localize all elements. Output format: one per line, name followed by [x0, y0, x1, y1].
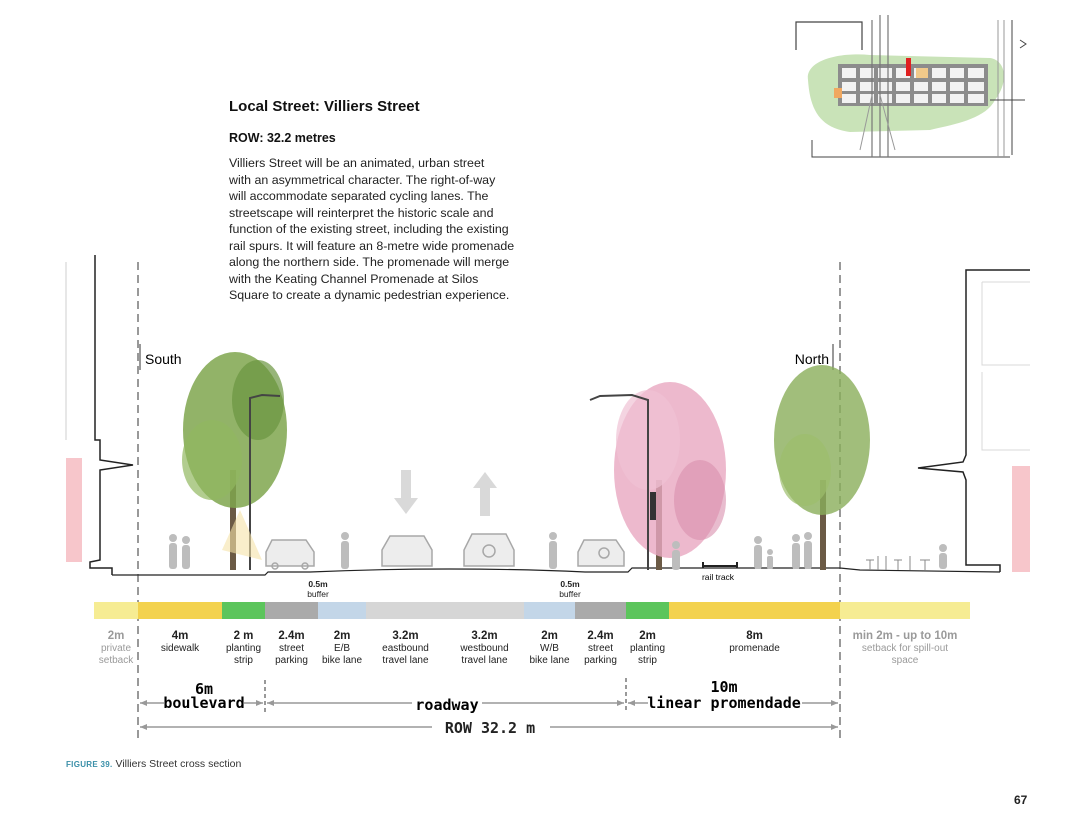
street-tree-north	[774, 365, 870, 570]
segment-bar	[318, 602, 366, 619]
segment-description: setback	[99, 655, 134, 666]
segment-bar	[222, 602, 265, 619]
segment-bar	[265, 602, 318, 619]
eastbound-car	[381, 535, 433, 567]
segment-description: street	[588, 643, 613, 654]
segment-description: E/B	[334, 643, 350, 654]
segment-bar	[524, 602, 575, 619]
segment-width-label: 2.4m	[587, 630, 613, 642]
figure-caption-text: Villiers Street cross section	[115, 758, 242, 770]
north-label: North	[795, 351, 829, 367]
figure-number: FIGURE 39.	[66, 760, 113, 769]
page-number: 67	[1014, 793, 1028, 807]
ground-line	[112, 567, 1001, 576]
dimension-arrowheads	[140, 700, 838, 730]
parked-car-north	[577, 539, 625, 567]
segment-description: strip	[638, 655, 657, 666]
building-pink-panel	[66, 458, 82, 562]
segment-description: westbound	[459, 643, 508, 654]
description-line: function of the existing street, includi…	[229, 222, 509, 236]
segment-width-label: 3.2m	[392, 630, 418, 642]
description-line: will accommodate separated cycling lanes…	[229, 189, 489, 203]
segment-width-label: 2.4m	[278, 630, 304, 642]
segment-description: eastbound	[382, 643, 429, 654]
segment-description: setback for spill-out	[862, 643, 948, 654]
pedestrian-figures	[169, 532, 947, 570]
segment-description: parking	[584, 655, 617, 666]
segment-description: W/B	[540, 643, 559, 654]
segment-bar	[94, 602, 138, 619]
south-label: South	[145, 351, 182, 367]
description-line: with an asymmetrical character. The righ…	[229, 172, 496, 187]
buffer-width-label: 0.5m	[308, 579, 328, 589]
segment-description: promenade	[729, 643, 780, 654]
blossom-tree	[589, 382, 726, 570]
segment-description: bike lane	[322, 655, 362, 666]
description-line: along the northern side. The promenade w…	[229, 255, 510, 269]
westbound-car	[463, 533, 515, 567]
segment-description: sidewalk	[161, 643, 200, 654]
key-map	[795, 15, 1027, 158]
segment-bar	[669, 602, 840, 619]
segment-description: parking	[275, 655, 308, 666]
buffer-label: buffer	[307, 589, 329, 599]
row-total-label: ROW 32.2 m	[445, 719, 535, 737]
description-line: rail spurs. It will feature an 8-metre w…	[229, 238, 515, 253]
segment-description: private	[101, 643, 131, 654]
westbound-arrow-icon	[473, 472, 497, 516]
segment-description: planting	[630, 643, 665, 654]
eastbound-arrow-icon	[394, 470, 418, 514]
row-heading: ROW: 32.2 metres	[229, 131, 336, 145]
segment-description: bike lane	[529, 655, 569, 666]
segment-color-bar	[94, 602, 970, 619]
buffer-width-label: 0.5m	[560, 579, 580, 589]
parked-car-south	[265, 539, 315, 570]
description-line: with the Keating Channel Promenade at Si…	[229, 271, 479, 286]
segment-width-label: min 2m - up to 10m	[853, 630, 958, 642]
segment-bar	[626, 602, 669, 619]
boulevard-label: boulevard	[163, 694, 244, 712]
north-building	[917, 269, 1030, 572]
promenade-label: linear promendade	[647, 694, 801, 712]
south-building	[65, 255, 134, 575]
description-line: streetscape will reinterpret the histori…	[229, 205, 494, 220]
buffer-label: buffer	[559, 589, 581, 599]
segment-description: travel lane	[461, 655, 508, 666]
segment-bar	[138, 602, 222, 619]
segment-width-label: 2 m	[234, 630, 254, 642]
segment-description: street	[279, 643, 304, 654]
segment-description: strip	[234, 655, 253, 666]
segment-description: planting	[226, 643, 261, 654]
building-pink-panel	[1012, 466, 1030, 572]
segment-width-label: 2m	[541, 630, 558, 642]
segment-width-label: 2m	[334, 630, 351, 642]
segment-width-label: 2m	[639, 630, 656, 642]
roadway-label: roadway	[415, 696, 478, 714]
segment-width-label: 8m	[746, 630, 763, 642]
street-tree-south	[182, 352, 287, 570]
cafe-seating	[866, 556, 930, 570]
description-text: Villiers Street will be an animated, urb…	[229, 155, 541, 304]
promenade-width: 10m	[710, 678, 737, 696]
segment-bar	[575, 602, 626, 619]
segment-width-label: 2m	[108, 630, 125, 642]
street-light-pole	[249, 393, 281, 570]
segment-bar	[366, 602, 445, 619]
rail-track-label: rail track	[702, 572, 735, 582]
segment-width-label: 4m	[172, 630, 189, 642]
street-light-pole	[589, 393, 649, 570]
segment-description: space	[892, 655, 919, 666]
segment-width-label: 3.2m	[471, 630, 497, 642]
group-dimension-lines	[140, 702, 838, 728]
segment-description: travel lane	[382, 655, 429, 666]
boulevard-width: 6m	[195, 680, 213, 698]
page-title: Local Street: Villiers Street	[229, 98, 420, 115]
description-line: Square to create a dynamic pedestrian ex…	[229, 288, 510, 302]
segment-bar	[445, 602, 524, 619]
description-line: Villiers Street will be an animated, urb…	[229, 156, 485, 170]
figure-caption: FIGURE 39. Villiers Street cross section	[66, 758, 241, 770]
segment-bar	[840, 602, 970, 619]
